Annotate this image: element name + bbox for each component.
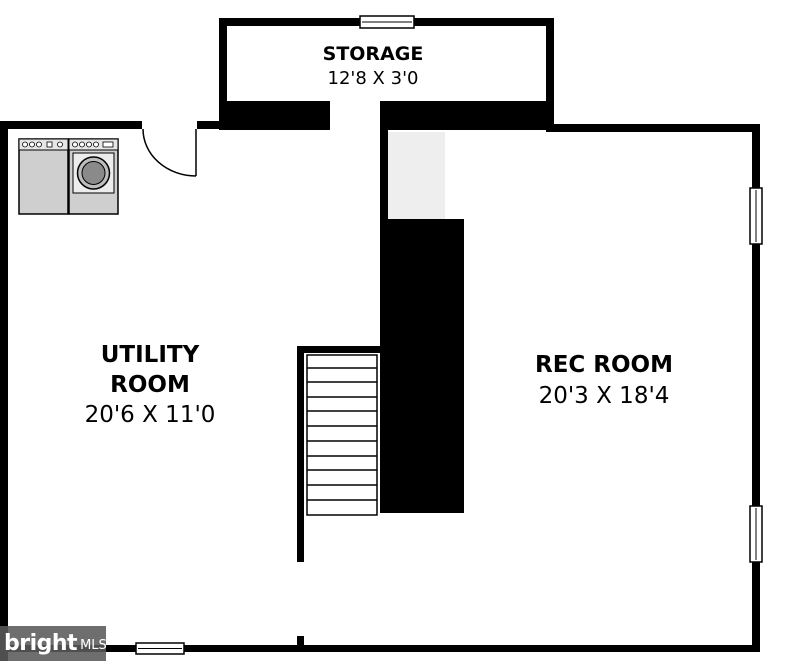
watermark-suffix: MLS [80,638,107,653]
storage-name: STORAGE [323,43,424,65]
rec-dims: 20'3 X 18'4 [539,383,670,409]
stair-landing [388,132,445,220]
storage-dims: 12'8 X 3'0 [328,68,419,89]
bright-mls-watermark: bright MLS [0,626,107,661]
washer-icon [68,138,119,215]
chimney-column [380,219,464,513]
utility-dims: 20'6 X 11'0 [85,402,216,428]
watermark-brand: bright [4,631,78,656]
window-icon [359,15,415,29]
window-icon [749,505,763,563]
utility-name-line1: UTILITY [101,342,200,368]
window-icon [135,642,185,655]
rec-walls [297,101,760,652]
door-swing-icon [142,128,197,177]
stairs-icon [306,354,378,516]
stair-walls [297,346,385,652]
rec-name: REC ROOM [535,352,673,378]
utility-name-line2: ROOM [110,372,190,398]
window-icon [749,187,763,245]
dryer-icon [18,138,69,215]
